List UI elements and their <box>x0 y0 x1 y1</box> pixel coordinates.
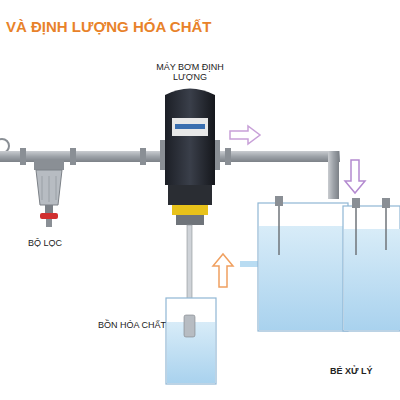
diagram-title: VÀ ĐỊNH LƯỢNG HÓA CHẤT <box>6 18 212 35</box>
part-name: BÉ XỬ LÝ <box>330 366 372 376</box>
part-name: BỒN HÓA CHẤT <box>98 320 166 330</box>
part-name: BỘ LỌC <box>28 238 62 248</box>
part-name: MÁY BƠM ĐỊNH LƯỢNG <box>150 62 230 82</box>
